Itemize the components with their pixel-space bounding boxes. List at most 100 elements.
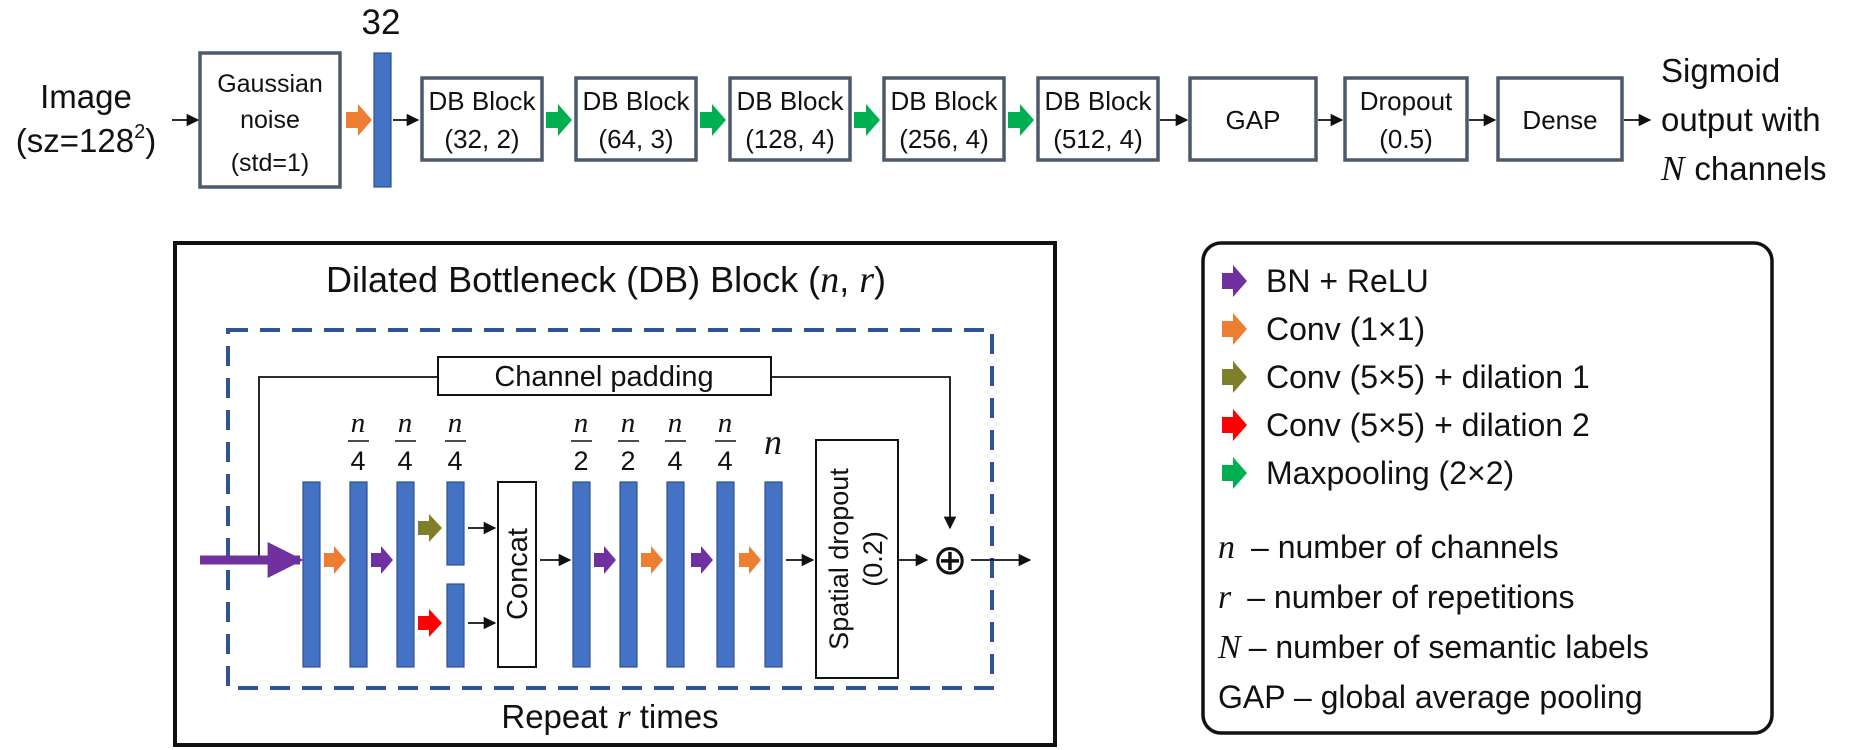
dropout-box bbox=[1343, 76, 1469, 162]
output-line2: output with bbox=[1661, 101, 1821, 138]
dense-label: Dense bbox=[1522, 105, 1597, 135]
conv1x1-arrow-icon bbox=[739, 546, 761, 574]
db-block-1-title: DB Block bbox=[429, 86, 537, 116]
repeat-region-dashed-border bbox=[226, 328, 994, 690]
channel-fraction: n 4 bbox=[665, 407, 686, 476]
channel-fraction: n 4 bbox=[348, 407, 369, 476]
legend-bn-relu-label: BN + ReLU bbox=[1266, 263, 1429, 299]
add-operator-icon: ⊕ bbox=[932, 536, 967, 583]
legend-maxpool-label: Maxpooling (2×2) bbox=[1266, 455, 1514, 491]
db-block-3-title: DB Block bbox=[737, 86, 845, 116]
bn-relu-arrow-icon bbox=[691, 546, 713, 574]
db-block-2-title: DB Block bbox=[583, 86, 691, 116]
svg-text:4: 4 bbox=[397, 446, 412, 476]
dense-box bbox=[1496, 76, 1624, 162]
spatial-dropout-box bbox=[815, 439, 899, 679]
feature-bar bbox=[619, 481, 638, 668]
legend-conv5x5-d2-arrow-icon bbox=[1222, 409, 1247, 441]
channel-fraction: n 4 bbox=[715, 407, 736, 476]
concat-box bbox=[497, 481, 537, 668]
maxpool-arrow-icon bbox=[700, 104, 726, 136]
legend-conv5x5-d1-arrow-icon bbox=[1222, 361, 1247, 393]
svg-text:4: 4 bbox=[350, 446, 365, 476]
gaussian-noise-line2: noise bbox=[240, 106, 300, 134]
db-detail-title: Dilated Bottleneck (DB) Block (n, r) bbox=[326, 259, 886, 301]
channels-32-label: 32 bbox=[362, 3, 401, 42]
legend-def-n: n– number of channels bbox=[1218, 529, 1559, 566]
db-block-2-params: (64, 3) bbox=[598, 124, 673, 154]
svg-text:4: 4 bbox=[447, 446, 462, 476]
legend-frame bbox=[1201, 241, 1774, 735]
legend-maxpool-arrow-icon bbox=[1222, 457, 1247, 489]
db-block-detail: Dilated Bottleneck (DB) Block (n, r) Cha… bbox=[173, 241, 1057, 747]
db-block-3: DB Block (128, 4) bbox=[728, 76, 852, 162]
dropout-rate: (0.5) bbox=[1379, 124, 1432, 154]
gaussian-noise-line3: (std=1) bbox=[231, 149, 310, 177]
channel-fraction: n 4 bbox=[395, 407, 416, 476]
db-block-1-params: (32, 2) bbox=[444, 124, 519, 154]
legend-conv1x1-label: Conv (1×1) bbox=[1266, 311, 1425, 347]
conv5x5-dilation1-arrow-icon bbox=[418, 514, 442, 542]
svg-text:n: n bbox=[668, 407, 683, 439]
svg-text:n: n bbox=[621, 407, 636, 439]
maxpool-arrow-icon bbox=[1008, 104, 1034, 136]
legend-def-N: N– number of semantic labels bbox=[1217, 629, 1649, 666]
repeat-label: Repeat r times bbox=[501, 697, 718, 736]
gaussian-noise-box bbox=[198, 51, 342, 189]
dropout-label: Dropout bbox=[1360, 86, 1453, 116]
maxpool-arrow-icon bbox=[546, 104, 572, 136]
channel-fraction: n 2 bbox=[618, 407, 639, 476]
input-label: Image bbox=[40, 78, 132, 115]
db-block-5-params: (512, 4) bbox=[1053, 124, 1143, 154]
feature-bar bbox=[302, 481, 321, 668]
feature-bar bbox=[572, 481, 591, 668]
final-channels-label: n bbox=[764, 422, 782, 462]
channel-padding-label: Channel padding bbox=[494, 361, 713, 393]
db-block-5: DB Block (512, 4) bbox=[1036, 76, 1160, 162]
conv1x1-arrow-icon bbox=[324, 546, 346, 574]
legend: BN + ReLU Conv (1×1) Conv (5×5) + dilati… bbox=[1201, 241, 1774, 735]
bn-relu-arrow-icon bbox=[371, 546, 393, 574]
maxpool-arrow-icon bbox=[854, 104, 880, 136]
db-detail-frame bbox=[173, 241, 1057, 747]
svg-text:n: n bbox=[448, 407, 463, 439]
svg-text:2: 2 bbox=[620, 446, 635, 476]
feature-bar-32 bbox=[373, 52, 392, 188]
legend-def-r: r– number of repetitions bbox=[1218, 579, 1575, 616]
feature-bar bbox=[396, 481, 415, 668]
db-block-3-params: (128, 4) bbox=[745, 124, 835, 154]
channel-fraction: n 2 bbox=[571, 407, 592, 476]
legend-bn-relu-arrow-icon bbox=[1222, 265, 1247, 297]
db-block-4: DB Block (256, 4) bbox=[882, 76, 1006, 162]
spatial-dropout-rate: (0.2) bbox=[858, 531, 888, 587]
svg-text:n: n bbox=[351, 407, 366, 439]
conv1x1-arrow-icon bbox=[346, 104, 372, 136]
svg-text:2: 2 bbox=[573, 446, 588, 476]
conv1x1-arrow-icon bbox=[641, 546, 663, 574]
legend-conv1x1-arrow-icon bbox=[1222, 313, 1247, 345]
db-block-4-title: DB Block bbox=[891, 86, 999, 116]
input-size-label: (sz=1282) bbox=[16, 121, 156, 159]
feature-bar bbox=[666, 481, 685, 668]
feature-bar bbox=[716, 481, 735, 668]
svg-text:4: 4 bbox=[667, 446, 682, 476]
svg-text:n: n bbox=[398, 407, 413, 439]
gaussian-noise-line1: Gaussian bbox=[217, 70, 323, 98]
spatial-dropout-label: Spatial dropout bbox=[824, 468, 854, 650]
gap-label: GAP bbox=[1226, 105, 1281, 135]
feature-bar bbox=[764, 481, 783, 668]
conv5x5-dilation2-arrow-icon bbox=[418, 609, 442, 637]
concat-label: Concat bbox=[502, 528, 534, 620]
db-block-1: DB Block (32, 2) bbox=[420, 76, 544, 162]
feature-bar bbox=[349, 481, 368, 668]
db-block-2: DB Block (64, 3) bbox=[574, 76, 698, 162]
output-line1: Sigmoid bbox=[1661, 52, 1780, 89]
channel-padding-box bbox=[437, 356, 772, 396]
svg-text:4: 4 bbox=[717, 446, 732, 476]
legend-def-gap: GAP – global average pooling bbox=[1218, 679, 1643, 715]
svg-text:n: n bbox=[718, 407, 733, 439]
gap-box bbox=[1188, 76, 1318, 162]
pipeline: Image (sz=1282) Gaussian noise (std=1) 3… bbox=[16, 3, 1826, 189]
